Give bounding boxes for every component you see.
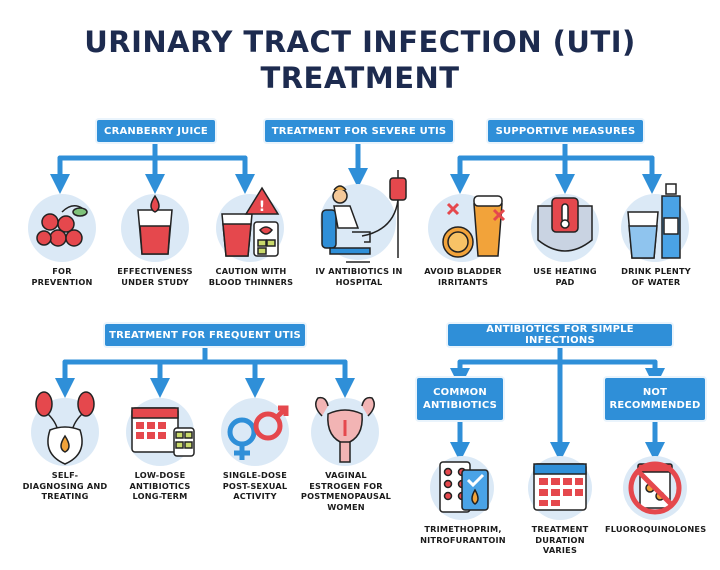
warning-juice-icon: ! [221, 186, 280, 257]
header-cranberry-juice: CRANBERRY JUICE [97, 120, 215, 142]
label-trimethoprim: TRIMETHOPRIM, NITROFURANTOIN [420, 524, 506, 545]
cranberry-icon [36, 205, 88, 247]
label-vaginal-estrogen: VAGINAL ESTROGEN FOR POSTMENOPAUSAL WOME… [300, 470, 392, 512]
label-for-prevention: FOR PREVENTION [31, 266, 93, 287]
page-title-line2: TREATMENT [260, 61, 460, 95]
label-effectiveness: EFFECTIVENESS UNDER STUDY [117, 266, 193, 287]
label-heating-pad: USE HEATING PAD [533, 266, 597, 287]
label-avoid-irritants: AVOID BLADDER IRRITANTS [424, 266, 502, 287]
label-duration-varies: TREATMENT DURATION VARIES [531, 524, 589, 555]
calendar-icon [533, 463, 587, 511]
calendar-pills-icon [131, 407, 195, 457]
label-fluoroquinolones: FLUOROQUINOLONES [605, 524, 707, 534]
label-iv-antibiotics: IV ANTIBIOTICS IN HOSPITAL [315, 266, 403, 287]
label-drink-water: DRINK PLENTY OF WATER [621, 266, 691, 287]
connectors [50, 139, 665, 462]
header-common-antibiotics: COMMON ANTIBIOTICS [417, 378, 503, 420]
glass-drop-icon [137, 194, 173, 255]
header-not-recommended: NOT RECOMMENDED [605, 378, 705, 420]
page-title: URINARY TRACT INFECTION (UTI) [84, 25, 636, 59]
no-pills-icon [628, 461, 682, 515]
heating-pad-icon [537, 197, 593, 252]
header-frequent-utis: TREATMENT FOR FREQUENT UTIS [105, 324, 305, 346]
label-low-dose: LOW-DOSE ANTIBIOTICS LONG-TERM [129, 470, 191, 501]
label-self-diagnosing: SELF-DIAGNOSING AND TREATING [22, 470, 108, 501]
label-caution: CAUTION WITH BLOOD THINNERS [208, 266, 294, 287]
uterus-icon [315, 396, 375, 463]
header-supportive-measures: SUPPORTIVE MEASURES [488, 120, 643, 142]
water-icon [627, 183, 681, 259]
iv-patient-icon [321, 170, 407, 263]
kidney-bladder-icon [35, 391, 95, 465]
svg-text:!: ! [259, 199, 265, 215]
gender-symbols-icon [227, 405, 289, 460]
header-simple-infections: ANTIBIOTICS FOR SIMPLE INFECTIONS [448, 324, 672, 346]
pill-pack-icon [439, 461, 489, 513]
irritants-icon [442, 195, 506, 258]
header-severe-utis: TREATMENT FOR SEVERE UTIS [265, 120, 453, 142]
label-single-dose: SINGLE-DOSE POST-SEXUAL ACTIVITY [222, 470, 288, 501]
